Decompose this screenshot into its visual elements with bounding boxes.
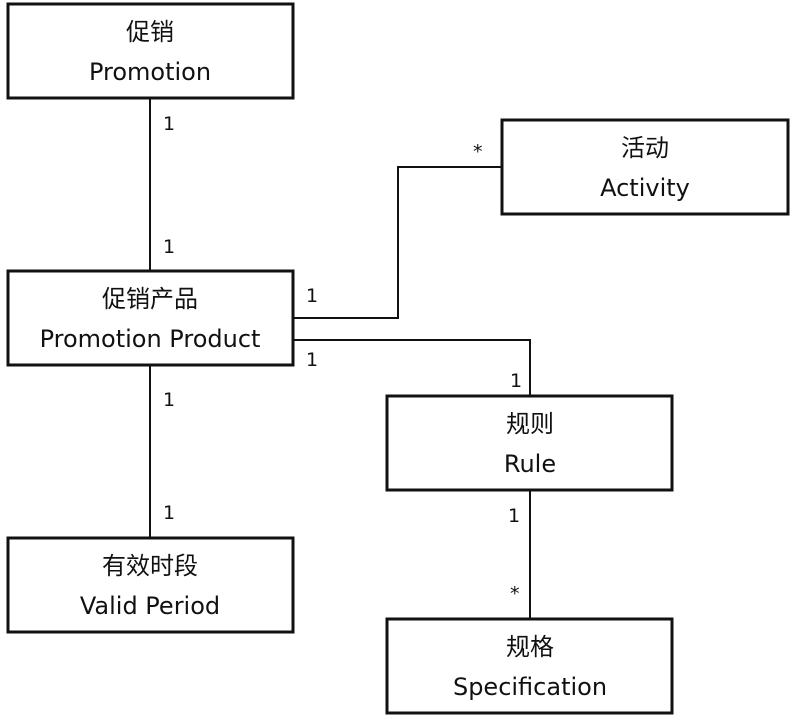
entity-promotion-product-en: Promotion Product — [40, 325, 261, 353]
entity-promotion-zh: 促销 — [126, 18, 174, 46]
multiplicities: 1 1 1 * 1 1 1 1 1 * — [163, 113, 522, 605]
mult-activity-end: * — [473, 141, 483, 163]
entity-activity-box — [500, 118, 790, 216]
entity-promotion[interactable]: 促销 Promotion — [6, 2, 295, 100]
mult-specification-end: * — [510, 583, 520, 605]
mult-product-bottom-end: 1 — [163, 389, 175, 411]
mult-rule-end: 1 — [510, 370, 522, 392]
entity-promotion-box — [6, 2, 295, 100]
mult-rule-spec-end: 1 — [508, 505, 520, 527]
entity-rule-box — [385, 394, 674, 492]
connectors — [149, 98, 531, 619]
connector-product-activity — [294, 166, 502, 319]
entity-valid-period-en: Valid Period — [80, 592, 220, 620]
entity-promotion-product-box — [6, 269, 295, 367]
entity-promotion-product[interactable]: 促销产品 Promotion Product — [6, 269, 295, 367]
entity-specification-zh: 规格 — [506, 633, 554, 661]
mult-product-top-end: 1 — [163, 236, 175, 258]
entity-specification-en: Specification — [453, 673, 607, 701]
entity-valid-period-zh: 有效时段 — [102, 552, 198, 580]
entity-rule-en: Rule — [504, 450, 556, 478]
entity-specification[interactable]: 规格 Specification — [385, 617, 674, 715]
entity-specification-box — [385, 617, 674, 715]
connector-product-rule — [294, 339, 531, 396]
mult-promotion-end: 1 — [163, 113, 175, 135]
mult-period-end: 1 — [163, 502, 175, 524]
entity-promotion-en: Promotion — [89, 58, 211, 86]
entity-valid-period[interactable]: 有效时段 Valid Period — [6, 536, 295, 634]
mult-rule-product-end: 1 — [306, 349, 318, 371]
entity-valid-period-box — [6, 536, 295, 634]
entity-rule-zh: 规则 — [506, 410, 554, 438]
entity-rule[interactable]: 规则 Rule — [385, 394, 674, 492]
entity-promotion-product-zh: 促销产品 — [102, 285, 198, 313]
entity-activity-en: Activity — [600, 174, 690, 202]
mult-activity-product-end: 1 — [306, 285, 318, 307]
entity-activity-zh: 活动 — [621, 134, 669, 162]
entity-activity[interactable]: 活动 Activity — [500, 118, 790, 216]
